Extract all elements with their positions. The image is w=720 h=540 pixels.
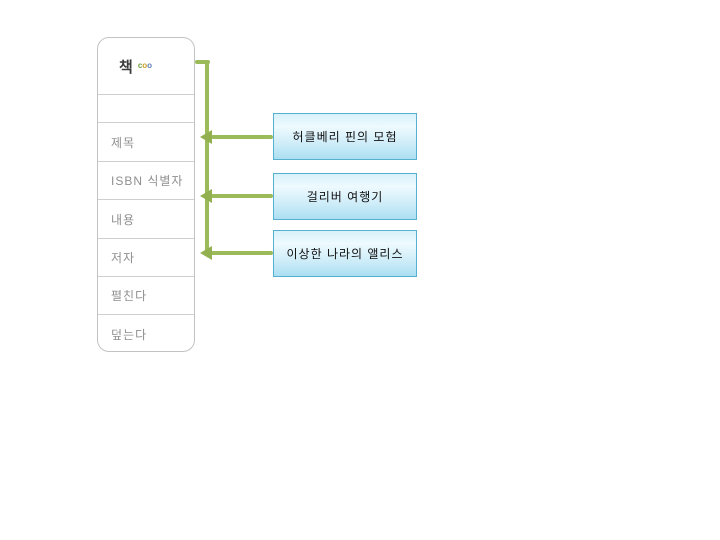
connector-branch-2 [211, 194, 273, 198]
connector-top-segment [195, 60, 210, 64]
connector-spine [205, 60, 209, 255]
class-row-empty [98, 94, 194, 122]
class-row-close-method: 덮는다 [98, 314, 194, 353]
class-row-isbn-attr: ISBN 식별자 [98, 161, 194, 199]
instance-box-gulliver: 걸리버 여행기 [273, 173, 417, 220]
class-row-author-attr: 저자 [98, 238, 194, 276]
class-title: 책 [119, 58, 134, 76]
connector-branch-3 [211, 251, 273, 255]
instance-box-alice: 이상한 나라의 앨리스 [273, 230, 417, 277]
arrowhead-left-icon [200, 189, 212, 203]
instance-box-huckleberry: 허클베리 핀의 모험 [273, 113, 417, 160]
class-row-open-method: 펼친다 [98, 276, 194, 314]
arrowhead-left-icon [200, 246, 212, 260]
class-row-title-attr: 제목 [98, 122, 194, 161]
arrowhead-left-icon [200, 130, 212, 144]
class-row-content-attr: 내용 [98, 199, 194, 238]
connector-branch-1 [211, 135, 273, 139]
